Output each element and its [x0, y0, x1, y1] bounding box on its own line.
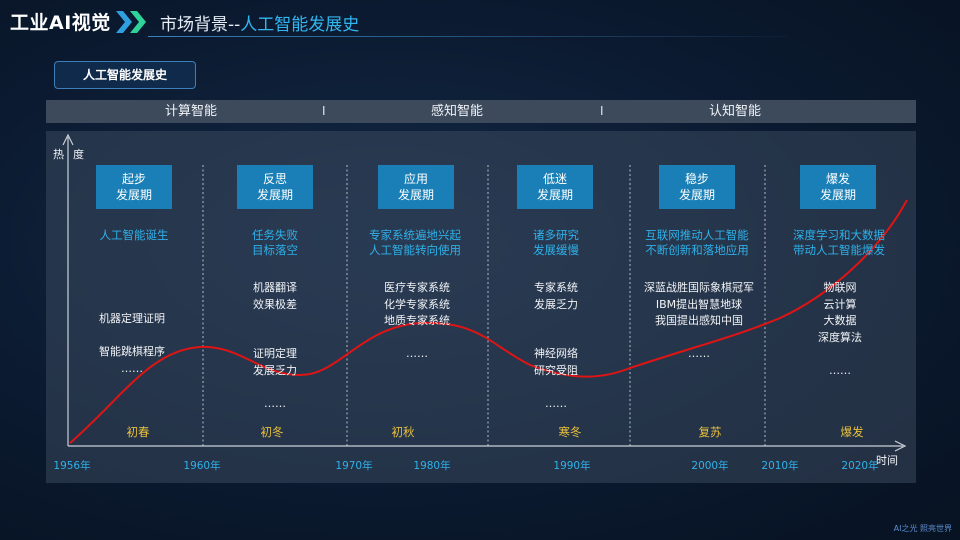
- phase-items: 专家系统发展乏力 神经网络研究受阻 ……: [534, 281, 578, 410]
- era-separator: I: [322, 104, 326, 118]
- y-axis-label-degree: 度: [73, 148, 84, 161]
- phase-box-application: 应用发展期: [378, 165, 454, 209]
- phase-box-explosion: 爆发发展期: [800, 165, 876, 209]
- era-cognitive: 认知智能: [708, 104, 762, 119]
- phase-desc: 深度学习和大数据带动人工智能爆发: [793, 228, 885, 257]
- season-label: 初秋: [391, 425, 415, 439]
- phase-desc: 互联网推动人工智能不断创新和落地应用: [645, 228, 749, 257]
- era-perceptual: 感知智能: [430, 104, 484, 119]
- phase-dividers: [202, 165, 766, 446]
- era-bar: 计算智能 I 感知智能 I 认知智能: [46, 100, 916, 123]
- year-label: 1970年: [335, 460, 373, 472]
- phase-box-downturn: 低迷发展期: [517, 165, 593, 209]
- phase-desc: 诸多研究发展缓慢: [533, 228, 579, 257]
- year-label: 1990年: [553, 460, 591, 472]
- chevron-right-icon: [116, 11, 146, 33]
- chart-panel: [46, 131, 916, 483]
- phase-box-startup: 起步发展期: [96, 165, 172, 209]
- footer-slogan: AI之光 照亮世界: [893, 524, 952, 533]
- season-label: 初春: [126, 425, 150, 439]
- phase-items: 物联网云计算大数据深度算法 ……: [818, 281, 862, 377]
- phase-box-steady: 稳步发展期: [659, 165, 735, 209]
- season-label: 复苏: [698, 425, 722, 439]
- x-axis-label: 时间: [876, 454, 898, 467]
- brand-logo-text: 工业AI视觉: [10, 12, 111, 34]
- page-title: 市场背景--人工智能发展史: [160, 15, 360, 35]
- year-label: 2000年: [691, 460, 729, 472]
- era-separator: I: [600, 104, 604, 118]
- title-underline: [148, 36, 788, 37]
- phase-box-reflection: 反思发展期: [237, 165, 313, 209]
- year-label: 1980年: [413, 460, 451, 472]
- phase-desc: 任务失败目标落空: [252, 228, 298, 257]
- phase-desc: 人工智能诞生: [99, 228, 169, 242]
- year-label: 1956年: [53, 460, 91, 472]
- season-label: 爆发: [840, 425, 864, 439]
- phase-items: 机器翻译效果极差 证明定理发展乏力 ……: [253, 281, 297, 410]
- phase-desc: 专家系统遍地兴起人工智能转向使用: [369, 228, 461, 257]
- year-label: 2020年: [841, 460, 879, 472]
- phase-items: 医疗专家系统化学专家系统地质专家系统 ……: [384, 281, 450, 360]
- era-computational: 计算智能: [164, 104, 218, 119]
- year-label: 1960年: [183, 460, 221, 472]
- year-label: 2010年: [761, 460, 799, 472]
- axes: [62, 133, 907, 452]
- heat-curve: [69, 199, 908, 444]
- section-tag: 人工智能发展史: [54, 61, 196, 89]
- phase-items: 机器定理证明 智能跳棋程序……: [99, 312, 165, 375]
- season-label: 初冬: [260, 425, 284, 439]
- y-axis-label-heat: 热: [53, 148, 64, 161]
- season-label: 寒冬: [558, 425, 582, 439]
